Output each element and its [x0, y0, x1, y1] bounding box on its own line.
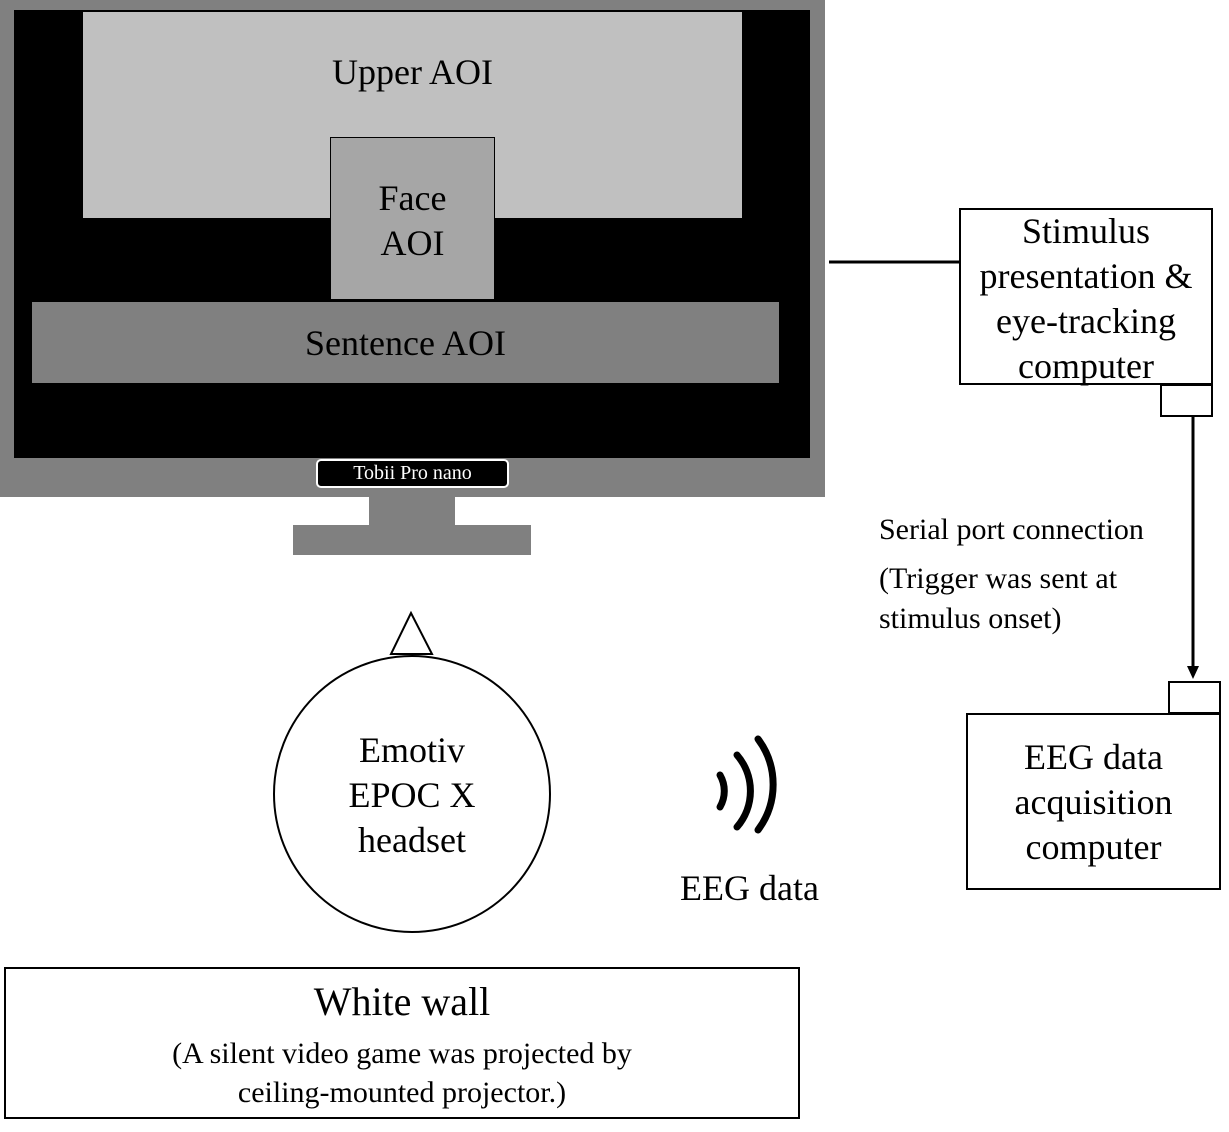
white-wall-title: White wall [313, 979, 491, 1024]
face-aoi-label: Face AOI [330, 176, 495, 266]
eye-tracker-badge: Tobii Pro nano [316, 459, 509, 488]
headset-line2: EPOC X [348, 775, 476, 815]
sentence-aoi-label: Sentence AOI [305, 323, 506, 363]
face-aoi-label-line1: Face [378, 178, 447, 218]
white-wall-note-line1: (A silent video game was projected by [172, 1037, 632, 1070]
head-outline [273, 655, 551, 933]
stimulus-computer-line1: Stimulus [1021, 211, 1151, 251]
serial-connection-label: Serial port connection [879, 513, 1144, 546]
stimulus-computer-label: Stimulus presentation & eye-tracking com… [959, 209, 1213, 389]
headset-line1: Emotiv [359, 730, 465, 770]
eeg-computer-label: EEG data acquisition computer [966, 735, 1221, 870]
eeg-data-label: EEG data [680, 868, 819, 908]
white-wall-note: (A silent video game was projected by ce… [4, 1034, 800, 1112]
trigger-note-line2: stimulus onset) [879, 602, 1062, 635]
stimulus-computer-line2: presentation & [979, 256, 1193, 296]
monitor-stand-base [293, 525, 531, 555]
headset-line3: headset [358, 820, 466, 860]
stimulus-computer-port [1160, 384, 1213, 417]
white-wall-box [4, 967, 800, 1119]
eeg-computer-port [1168, 681, 1221, 714]
upper-aoi-label: Upper AOI [332, 52, 493, 92]
serial-arrow-head [1187, 666, 1199, 679]
stimulus-computer-box [959, 208, 1213, 385]
white-wall-note-line2: ceiling-mounted projector.) [237, 1076, 567, 1109]
monitor-stand-neck [369, 497, 455, 527]
trigger-note-line1: (Trigger was sent at [879, 562, 1118, 595]
trigger-note: (Trigger was sent at stimulus onset) [879, 559, 1117, 639]
eeg-computer-line2: acquisition [1014, 782, 1173, 822]
eeg-computer-box [966, 713, 1221, 890]
headset-label: Emotiv EPOC X headset [274, 728, 550, 863]
wireless-signal-icon [716, 735, 777, 834]
face-aoi-region [330, 137, 495, 300]
nose-icon [389, 610, 434, 655]
eeg-computer-line1: EEG data [1024, 737, 1163, 777]
stimulus-computer-line3: eye-tracking [996, 301, 1176, 341]
face-aoi-label-line2: AOI [380, 223, 445, 263]
stimulus-computer-line4: computer [1018, 346, 1154, 386]
sentence-aoi-region [32, 302, 779, 383]
eeg-computer-line3: computer [1025, 827, 1162, 867]
